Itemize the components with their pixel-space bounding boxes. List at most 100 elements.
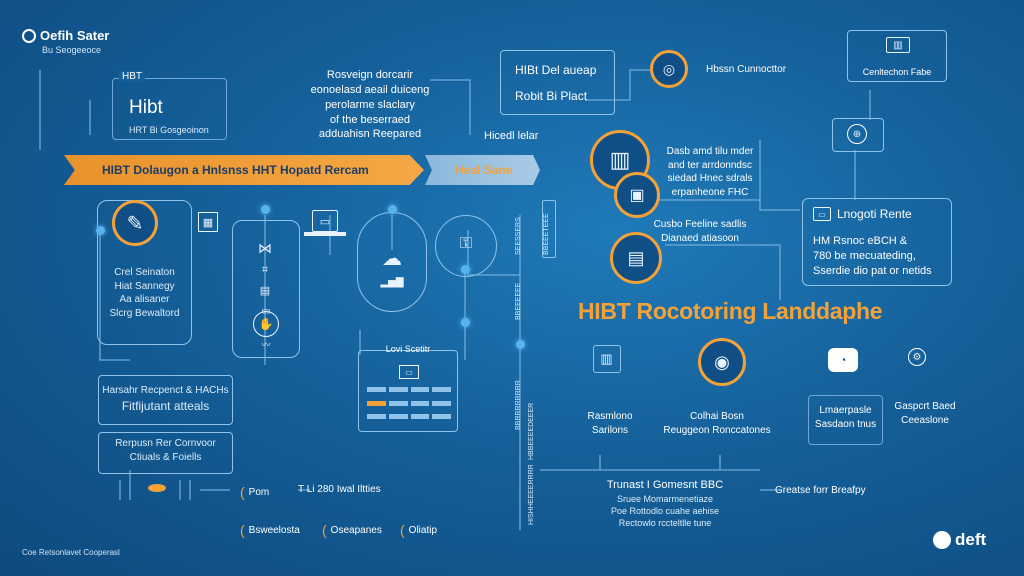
lovi-card: Lovi Scetitr ▭ xyxy=(358,344,458,432)
document-ring: ▣ xyxy=(614,172,660,218)
book-icon: ▥ xyxy=(886,37,910,53)
bottom-center-line: Rectowlo rccteltlle tune xyxy=(618,518,712,529)
bottom-icon-label: Colhai Bosn xyxy=(690,411,744,422)
orange-bracket-icon: ( xyxy=(240,522,245,538)
left-column-card: Crel Seinaton Hiat Sannegy Aa alisaner S… xyxy=(97,200,192,345)
vertical-tags: SEESSERS xyxy=(515,205,529,255)
footer-logo-text: deft xyxy=(955,530,987,549)
bottom-icon-label: Sarilons xyxy=(591,424,629,436)
chart-icon: ▂▅▇ xyxy=(380,276,404,288)
bottom-icon-label-1: Rasmlono Sarilons xyxy=(570,410,650,437)
orange-bracket-icon: ( xyxy=(400,522,405,538)
top-box: HIBt Del aueap Robit Bi Plact xyxy=(500,50,615,115)
vertical-tag-wrap: HBBEEEEDEEER xyxy=(528,380,542,460)
left-box-line: Fitfijutant atteals xyxy=(121,398,210,413)
orange-bracket-icon: ( xyxy=(322,522,327,538)
laptop-icon: ▭ xyxy=(312,210,338,232)
banner: HIBT Dolaugon a Hnlsnss HHT Hopatd Rerca… xyxy=(64,155,424,185)
left-column-line: Slcrg Bewaltord xyxy=(109,307,180,319)
banner-tab[interactable]: Heal Sane xyxy=(425,155,540,185)
top-right-box: ▥ Cenltechon Fabe xyxy=(847,30,947,82)
bottom-center-text: Trunast I Gomesnt BBC Sruee Momarmenetia… xyxy=(580,478,750,529)
server-icon: ▥ xyxy=(609,147,631,172)
vertical-tag-wrap: BBEEEEEE xyxy=(515,260,529,320)
lovi-card-title: Lovi Scetitr xyxy=(385,344,431,354)
callout-paragraph: Rosveign dorcarir eonoelasd aeail duicen… xyxy=(300,68,440,142)
right-card-title: Lnogoti Rente xyxy=(837,207,912,221)
card-icon: ▭ xyxy=(813,207,831,221)
brand-logo-icon xyxy=(22,28,36,43)
callout-line: Rosveign dorcarir xyxy=(326,69,414,81)
callout-line: adduahisn Reepared xyxy=(318,128,422,141)
banner-tab-label: Heal Sane xyxy=(455,163,513,177)
vertical-tag-box: BBEEETEEE xyxy=(542,200,556,258)
bottom-icon-label: Gaspcrt Baed xyxy=(894,401,956,412)
main-title: HIBT Rocotoring Landdaphe xyxy=(578,298,883,324)
bottom-row-item: ( Pom xyxy=(240,484,269,500)
footer-logo: deft xyxy=(933,530,986,550)
bottom-icon-label: Ceeaslone xyxy=(901,414,949,426)
target-ring: ◉ xyxy=(698,338,746,386)
vertical-tag: HBBEEEEDEEER xyxy=(528,402,535,460)
bottom-center-line: Poe Rottodlo cuahe aehise xyxy=(610,505,720,516)
bottom-row-item: ( Oliatip xyxy=(400,522,437,538)
laptop-base xyxy=(304,232,346,236)
left-box-1: Harsahr Recpenct & HACHs Fitfijutant att… xyxy=(98,375,233,425)
vertical-tag-wrap: BBRRRRRRRR xyxy=(515,340,529,430)
footer-left-text: Coe Retsonlavet Cooperasl xyxy=(22,548,120,557)
orange-marker xyxy=(148,484,166,492)
right-cluster-text: Dasb amd tilu mder and ter arrdonndsc si… xyxy=(655,145,765,199)
top-box-line2: Robit Bi Plact xyxy=(515,89,588,103)
tools-icon: ✎ xyxy=(126,212,144,235)
right-cluster-line: and ter arrdonndsc xyxy=(668,159,752,171)
bow-icon: ⋈ xyxy=(258,239,272,256)
globe-icon: ⊕ xyxy=(847,124,867,144)
left-column-line: Aa alisaner xyxy=(119,294,170,305)
network-icon: ◎ xyxy=(662,60,676,77)
building-icon: ▦ xyxy=(198,212,218,232)
brand-name: Oefih Sater xyxy=(40,28,110,43)
right-card-line: Sserdie dio pat or netids xyxy=(813,265,932,277)
callout-line: eonoelasd aeail duiceng xyxy=(310,83,430,96)
vertical-tag: BBEEETEEE xyxy=(543,213,550,255)
bottom-row-label: Oliatip xyxy=(408,524,438,536)
node-dot xyxy=(96,226,105,235)
bottom-center-title: Trunast I Gomesnt BBC xyxy=(606,479,724,491)
left-column-line: Hiat Sannegy xyxy=(114,280,175,292)
right-cluster-text-2: Cusbo Feeline sadlis Dianaed atiasoon xyxy=(640,218,760,245)
flag-box: ⊕ xyxy=(832,118,884,152)
right-card: ▭ Lnogoti Rente HM Rsnoc eBCH & 780 be m… xyxy=(802,198,952,286)
bottom-icon-label-box-3: Lmaerpasle Sasdaon tnus xyxy=(808,395,883,445)
cloud-icon: ☁ xyxy=(382,247,402,270)
left-box-line: Harsahr Recpenct & HACHs xyxy=(102,385,229,396)
mobile-card: ⋈ ⌗ ▤ ▭ ✋ 〰 xyxy=(232,220,300,358)
node-dot xyxy=(461,318,470,327)
callout-line: of the beserraed xyxy=(329,113,411,126)
node-dot xyxy=(261,205,270,214)
bottom-row-label: Pom xyxy=(248,486,270,498)
node-dot xyxy=(461,265,470,274)
report-ring: ▤ xyxy=(610,232,662,284)
right-cluster-line: siedad Hnec sdrals xyxy=(667,173,753,184)
left-box-line: Ctiuals & Foiells xyxy=(129,451,202,463)
top-right-box-label: Cenltechon Fabe xyxy=(862,67,932,77)
orange-bracket-icon: ( xyxy=(240,484,245,500)
bottom-icon-label: Lmaerpasle xyxy=(819,405,872,416)
chat-icon: ◔ xyxy=(828,348,858,372)
top-label: Hbssn Cunnocttor xyxy=(706,64,787,75)
deft-logo-icon xyxy=(933,531,951,549)
bottom-row-label: Oseapanes xyxy=(330,524,382,536)
top-box-line1: HIBt Del aueap xyxy=(515,63,597,77)
bottom-right-label: Greatse forr Breafpy xyxy=(775,485,866,496)
right-cluster-line: Dasb amd tilu mder xyxy=(666,146,754,157)
vertical-tag: BBRRRRRRRR xyxy=(515,380,522,430)
vertical-tag: SEESSERS xyxy=(515,217,522,255)
brand: Oefih Sater Bu Seogeeoce xyxy=(22,28,162,55)
right-cluster-line: erpanheone FHC xyxy=(671,186,749,198)
banner-text: HIBT Dolaugon a Hnlsnss HHT Hopatd Rerca… xyxy=(102,163,369,177)
node-dot xyxy=(516,340,525,349)
cabinet-icon: ▥ xyxy=(600,350,613,366)
left-box-2: Rerpusn Rer Cornvoor Ctiuals & Foiells xyxy=(98,432,233,474)
left-box-line: Rerpusn Rer Cornvoor xyxy=(115,438,216,449)
bottom-row-label: Bsweelosta xyxy=(248,524,300,536)
